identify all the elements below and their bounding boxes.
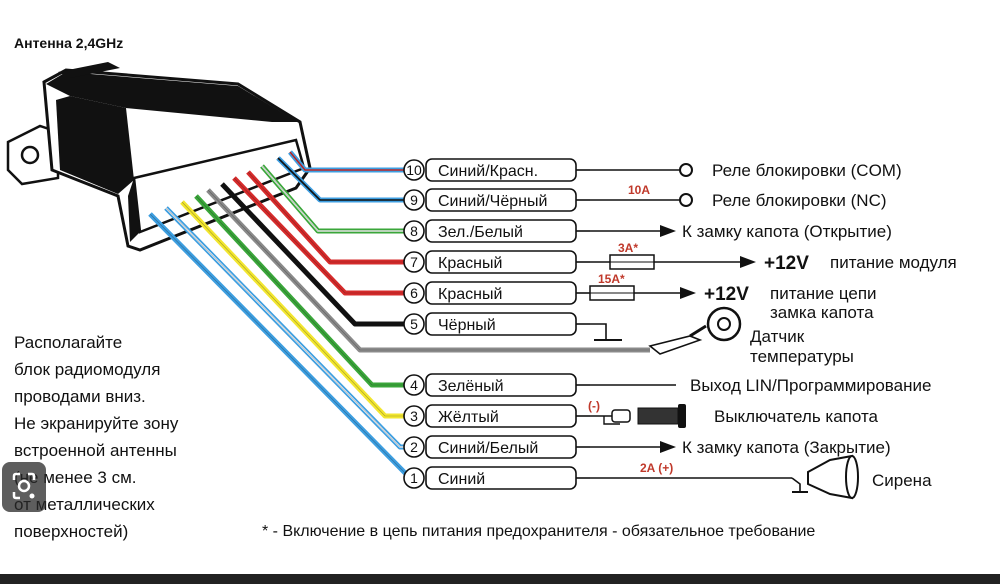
destination-label: Выключатель капота xyxy=(714,407,879,426)
destination-label-2: замка капота xyxy=(770,303,874,322)
wire-number: 3 xyxy=(410,408,418,424)
wire-label: Зел./Белый xyxy=(438,224,523,241)
destination-label: Сирена xyxy=(872,471,932,490)
terminal-icon xyxy=(679,163,693,177)
wire-number-circle xyxy=(403,189,425,211)
terminal-icon xyxy=(679,193,693,207)
fuse-label: 15A* xyxy=(598,272,625,286)
lens-glyph-icon xyxy=(12,472,36,500)
google-lens-icon[interactable] xyxy=(2,462,46,512)
wire-number: 9 xyxy=(410,192,418,208)
wire-number: 6 xyxy=(410,285,418,301)
wire-stripe-8 xyxy=(261,165,420,232)
wire-number-circle xyxy=(403,220,425,242)
destination-label-2: температуры xyxy=(750,347,854,366)
arrow-icon xyxy=(680,287,696,299)
voltage-label: +12V xyxy=(704,284,749,305)
wire-number-circle xyxy=(403,467,425,489)
switch-lead xyxy=(603,416,620,425)
wire-5 xyxy=(220,182,420,327)
switch-connector xyxy=(611,409,631,423)
destination-label: К замку капота (Открытие) xyxy=(682,222,892,241)
note-line-2: блок радиомодуля xyxy=(14,360,160,379)
wire-sensor xyxy=(206,188,650,353)
note-line-3: проводами вниз. xyxy=(14,387,146,406)
sensor-neck xyxy=(689,324,707,338)
wire-label: Жёлтый xyxy=(438,409,499,426)
sensor-hole xyxy=(717,317,731,331)
bottom-bar xyxy=(0,574,1000,584)
wire-outline-10 xyxy=(289,151,420,171)
arrow-icon xyxy=(740,256,756,268)
destination-label: Реле блокировки (NC) xyxy=(712,191,887,210)
note-line-4: Не экранируйте зону xyxy=(14,414,179,433)
wire-number: 10 xyxy=(406,162,422,178)
wire-number: 5 xyxy=(410,316,418,332)
fuse-label: 2A (+) xyxy=(640,461,673,475)
destination-label: Выход LIN/Программирование xyxy=(690,376,931,395)
wire-label: Синий xyxy=(438,471,485,488)
destination-label: К замку капота (Закрытие) xyxy=(682,438,891,457)
wire-number-circle xyxy=(403,159,425,181)
note-line-1: Располагайте xyxy=(14,333,122,352)
wire-number-circle xyxy=(403,374,425,396)
wire-stripe-9 xyxy=(277,157,420,201)
wire-label: Зелёный xyxy=(438,378,504,395)
wire-stripe-10 xyxy=(289,151,420,171)
sensor-probe xyxy=(648,335,703,355)
wire-label: Красный xyxy=(438,286,502,303)
footnote: * - Включение в цепь питания предохранит… xyxy=(262,523,815,540)
note-line-7: от металлических xyxy=(14,495,155,514)
wire-label: Красный xyxy=(438,255,502,272)
wire-number-circle xyxy=(403,313,425,335)
wire-number: 4 xyxy=(410,377,418,393)
wire-7 xyxy=(246,170,420,265)
note-line-5: встроенной антенны xyxy=(14,441,177,460)
siren-mouth xyxy=(845,455,859,499)
destination-label: Реле блокировки (COM) xyxy=(712,161,902,180)
note-line-8: поверхностей) xyxy=(14,522,128,541)
arrow-icon xyxy=(660,225,676,237)
destination-label: Датчик xyxy=(750,327,805,346)
wire-number: 1 xyxy=(410,470,418,486)
wire-number: 2 xyxy=(410,439,418,455)
wire-number-circle xyxy=(403,251,425,273)
wire-outline-8 xyxy=(261,165,420,232)
wire-outline-9 xyxy=(277,157,420,201)
switch-body-icon xyxy=(637,407,679,425)
wire-outline-7 xyxy=(247,171,420,263)
voltage-label: +12V xyxy=(764,253,809,274)
siren-ground xyxy=(791,477,801,492)
arrow-icon xyxy=(660,441,676,453)
ground-lead xyxy=(590,323,607,340)
wire-number-circle xyxy=(403,282,425,304)
wire-label: Синий/Красн. xyxy=(438,163,538,180)
wire-outline-6 xyxy=(233,177,420,294)
wire-6 xyxy=(232,176,420,296)
wire-label: Синий/Чёрный xyxy=(438,193,547,210)
destination-label: питание цепи xyxy=(770,284,877,303)
wire-number-circle xyxy=(403,405,425,427)
polarity-label: (-) xyxy=(588,399,600,413)
wire-outline-sensor xyxy=(207,189,650,351)
wire-outline-5 xyxy=(221,183,420,325)
wire-label: Синий/Белый xyxy=(438,440,538,457)
wire-label: Чёрный xyxy=(438,317,496,334)
antenna-label: Антенна 2,4GHz xyxy=(14,35,123,51)
wire-number-circle xyxy=(403,436,425,458)
fuse-label: 3A* xyxy=(618,241,638,255)
switch-plunger xyxy=(678,404,686,428)
wire-number: 7 xyxy=(410,254,418,270)
wire-number: 8 xyxy=(410,223,418,239)
fuse-label: 10A xyxy=(628,183,650,197)
destination-label: питание модуля xyxy=(830,253,957,272)
